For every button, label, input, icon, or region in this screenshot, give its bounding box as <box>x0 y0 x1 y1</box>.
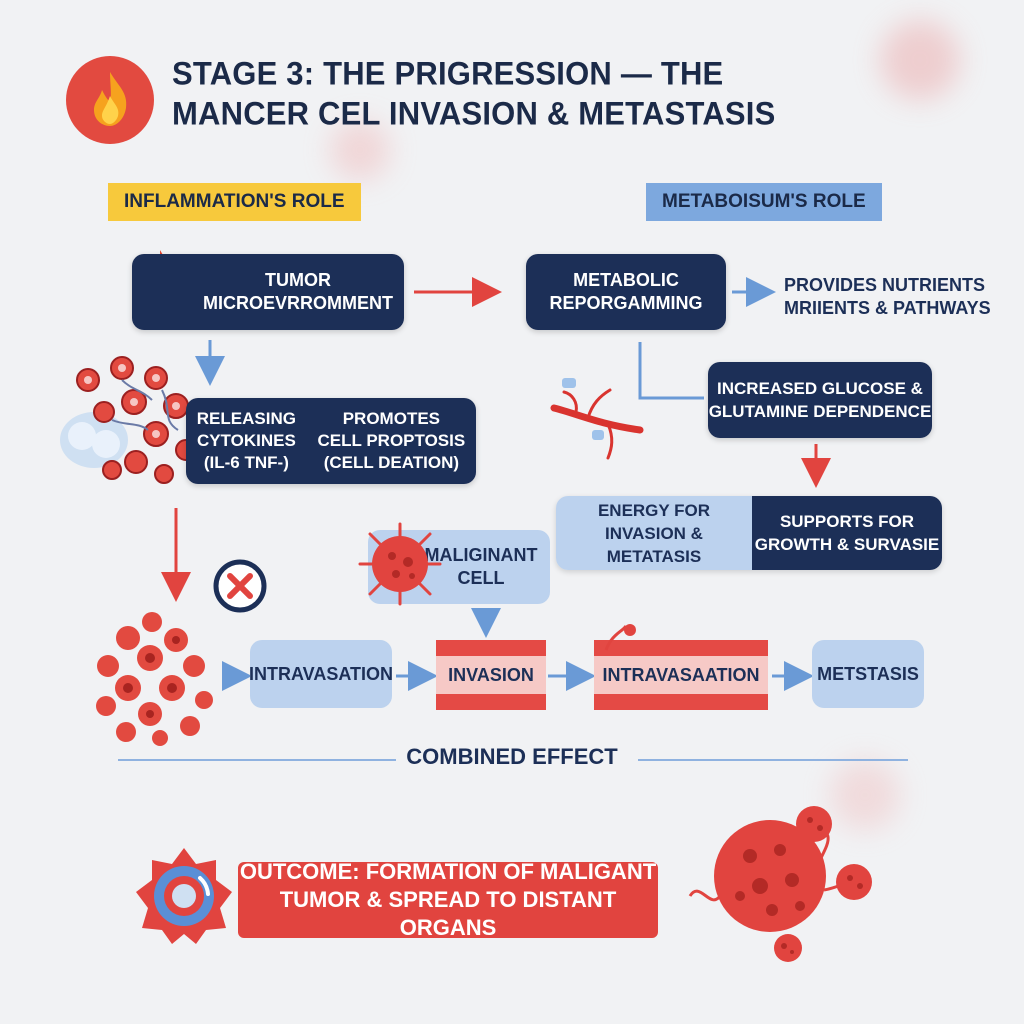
outcome-banner: OUTCOME: FORMATION OF MALIGANT TUMOR & S… <box>238 859 658 940</box>
box-label: METSTASIS <box>817 663 919 684</box>
box-line: ENERGY FOR <box>597 500 711 520</box>
box-line: CELL <box>457 568 505 588</box>
tumor-cell-cluster-icon <box>96 612 213 746</box>
box-line: INVASION & METATASIS <box>605 523 703 566</box>
box-line: METABOLIC <box>573 270 679 290</box>
box-line: TUMOR <box>265 270 331 290</box>
box-line: RELEASING <box>196 409 296 428</box>
inflammation-role-tag: INFLAMMATION'S ROLE <box>108 183 361 221</box>
box-line: CELL PROPTOSIS <box>317 431 466 450</box>
page-title: STAGE 3: THE PRIGRESSION — THE MANCER CE… <box>172 54 792 134</box>
box-line: GLUTAMINE DEPENDENCE <box>708 402 932 421</box>
box-line: SUPPORTS FOR <box>779 512 915 531</box>
box-line: CYTOKINES <box>196 431 296 450</box>
supports-column: SUPPORTS FOR GROWTH & SURVASIE <box>752 496 942 570</box>
box-line: INCREASED GLUCOSE & <box>717 379 923 398</box>
promotes-column: PROMOTES CELL PROPTOSIS (CELL DEATION) <box>318 408 466 474</box>
energy-supports-box: ENERGY FOR INVASION & METATASIS SUPPORTS… <box>556 496 942 570</box>
invasion-vessel: INVASION <box>436 640 546 710</box>
box-label: INTRAVASATION <box>249 663 393 684</box>
title-line-2: MANCER CEL INVASION & METASTASIS <box>172 95 776 132</box>
background-blob <box>330 120 390 180</box>
box-line: MICROEVRROMMENT <box>203 293 393 313</box>
escaping-cell-icon <box>604 624 636 651</box>
intravasaation-vessel: INTRAVASAATION <box>594 640 768 710</box>
cytokines-column: RELEASING CYTOKINES (IL-6 TNF-) <box>197 408 296 474</box>
box-line: GROWTH & SURVASIE <box>754 535 940 554</box>
malignant-cell-icon <box>358 522 442 606</box>
tumor-microenvironment-box: TUMOR MICROEVRROMMENT <box>132 254 404 330</box>
outcome-line: OUTCOME: FORMATION OF MALIGANT <box>239 859 657 884</box>
provides-nutrients-text: PROVIDES NUTRIENTS MRIIENTS & PATHWAYS <box>784 274 1020 320</box>
outcome-line: TUMOR & SPREAD TO DISTANT ORGANS <box>279 887 617 940</box>
box-line: MALIGINANT <box>424 545 538 565</box>
box-label: INVASION <box>448 665 534 685</box>
box-label: INTRAVASAATION <box>602 665 760 685</box>
box-line: PROMOTES <box>342 409 441 428</box>
title-line-1: STAGE 3: THE PRIGRESSION — THE <box>172 55 724 92</box>
cell-badge-icon <box>136 848 232 944</box>
combined-effect-heading: COMBINED EFFECT <box>406 744 618 769</box>
cytokines-promotes-box: RELEASING CYTOKINES (IL-6 TNF-) PROMOTES… <box>186 398 476 484</box>
flame-badge-icon <box>66 56 154 144</box>
glucose-dependence-box: INCREASED GLUCOSE & GLUTAMINE DEPENDENCE <box>708 362 932 438</box>
box-line: (CELL DEATION) <box>323 453 460 472</box>
box-line: REPORGAMMING <box>549 293 703 313</box>
blood-vessel-icon <box>550 378 644 460</box>
intravasation-box: INTRAVASATION <box>249 640 393 708</box>
blocked-x-icon <box>210 556 270 616</box>
metastasis-box: METSTASIS <box>812 640 924 708</box>
metastasis-cells-icon <box>688 806 872 962</box>
background-blob <box>830 760 900 830</box>
box-line: (IL-6 TNF-) <box>203 453 289 472</box>
background-blob <box>880 20 960 100</box>
energy-column: ENERGY FOR INVASION & METATASIS <box>556 496 752 570</box>
metabolic-reprogramming-box: METABOLIC REPORGAMMING <box>526 254 726 330</box>
text-line: MRIIENTS & PATHWAYS <box>784 298 991 318</box>
connector-metabolic-to-glucose <box>638 342 704 400</box>
text-line: PROVIDES NUTRIENTS <box>784 275 986 295</box>
metabolism-role-tag: METABOISUM'S ROLE <box>646 183 882 221</box>
